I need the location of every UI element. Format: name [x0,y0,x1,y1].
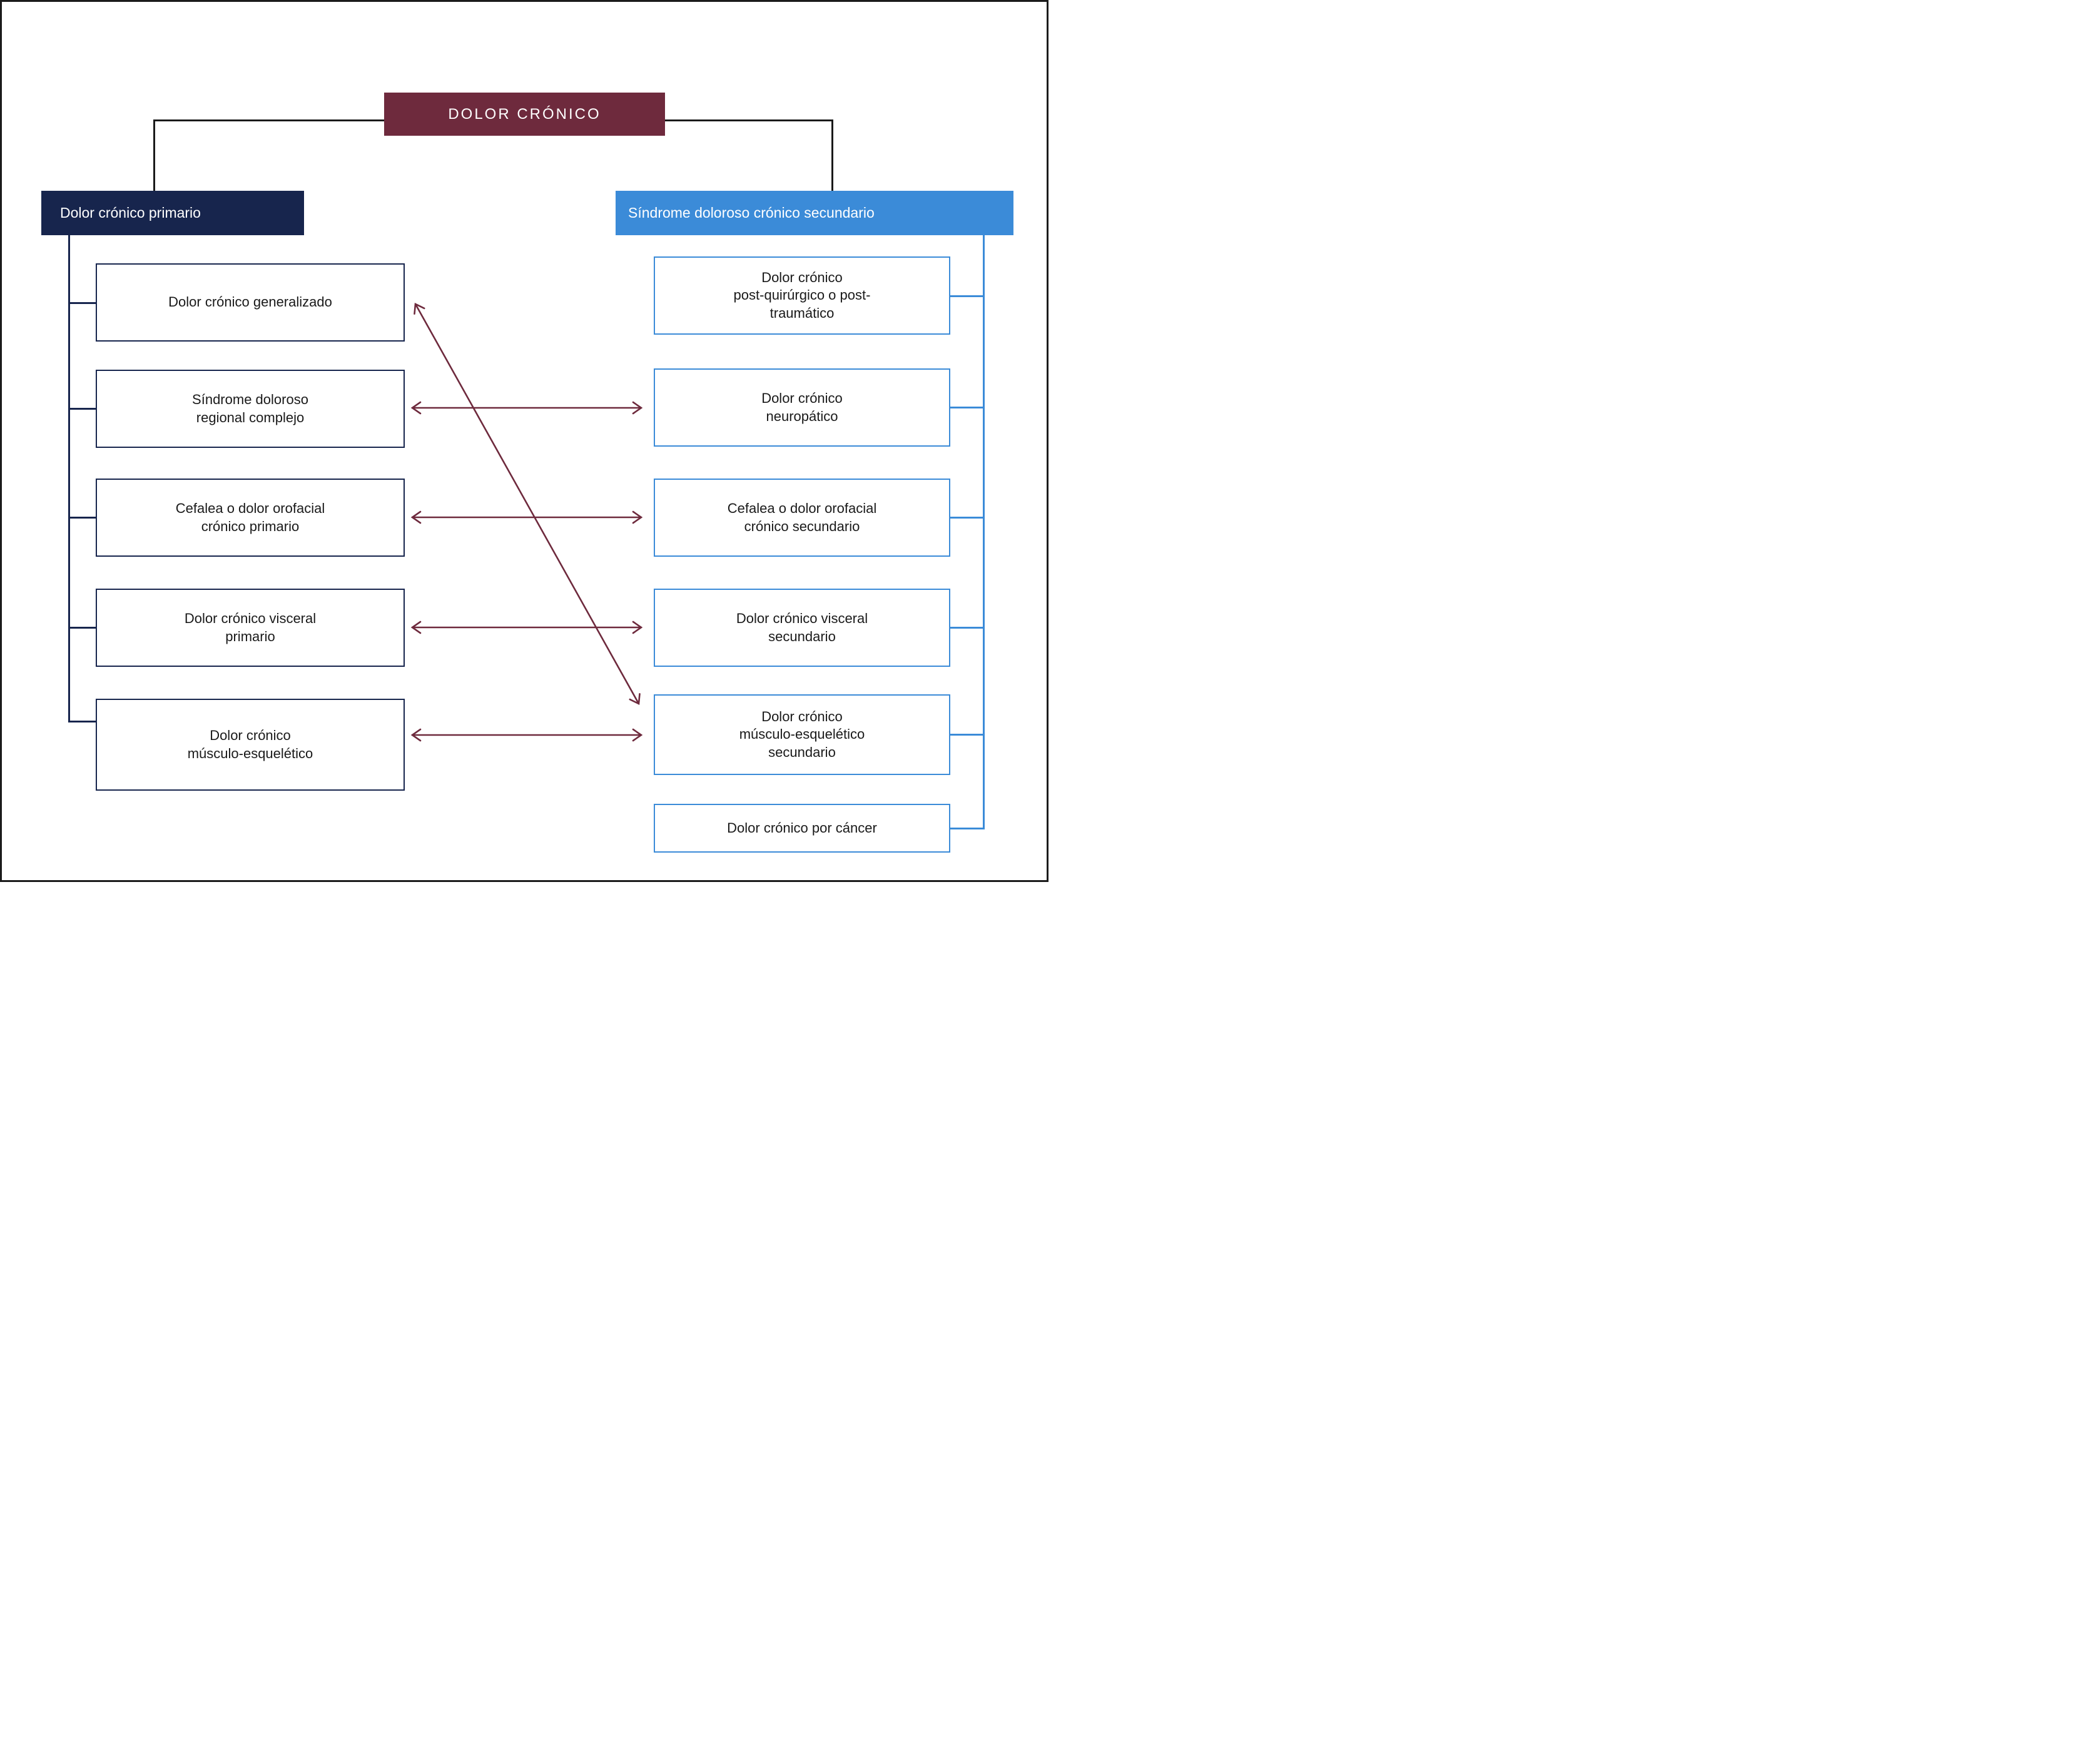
left-trunk-line [68,235,70,722]
left-node-musculo-esqueletico: Dolor crónico músculo-esquelético [96,699,405,791]
left-node-visceral: Dolor crónico visceral primario [96,589,405,667]
right-stub-line-4 [950,627,983,629]
right-node-label-5: Dolor crónico músculo-esquelético secund… [739,708,865,760]
right-stub-line-1 [950,295,983,297]
right-stub-line-6 [950,828,983,829]
left-node-generalizado: Dolor crónico generalizado [96,263,405,342]
right-node-neuropatico: Dolor crónico neuropático [654,368,950,447]
left-node-regional-complejo: Síndrome doloroso regional complejo [96,370,405,448]
left-node-cefalea-orofacial: Cefalea o dolor orofacial crónico primar… [96,479,405,557]
connector-top-left-vertical [153,119,155,191]
left-node-label-4: Dolor crónico visceral primario [184,610,317,644]
right-node-postquirurgico: Dolor crónico post-quirúrgico o post- tr… [654,256,950,335]
right-trunk-line [983,235,985,829]
left-node-label-2: Síndrome doloroso regional complejo [192,391,308,425]
connector-top-right-horizontal [665,119,833,121]
left-stub-line-1 [68,302,96,304]
left-branch-label: Dolor crónico primario [60,205,201,221]
right-stub-line-5 [950,734,983,736]
right-stub-line-3 [950,517,983,519]
left-node-label-1: Dolor crónico generalizado [168,294,332,310]
right-node-cefalea-orofacial: Cefalea o dolor orofacial crónico secund… [654,479,950,557]
right-branch-label: Síndrome doloroso crónico secundario [628,205,875,221]
left-stub-line-3 [68,517,96,519]
right-stub-line-2 [950,407,983,408]
left-stub-line-5 [68,721,96,722]
left-node-label-5: Dolor crónico músculo-esquelético [187,727,313,761]
right-node-label-3: Cefalea o dolor orofacial crónico secund… [727,500,877,534]
right-node-label-4: Dolor crónico visceral secundario [736,610,868,644]
connector-top-right-vertical [831,119,833,191]
right-node-label-1: Dolor crónico post-quirúrgico o post- tr… [733,269,871,321]
root-node-label: DOLOR CRÓNICO [448,105,601,123]
right-node-visceral: Dolor crónico visceral secundario [654,589,950,667]
left-stub-line-2 [68,408,96,410]
right-node-label-2: Dolor crónico neuropático [761,390,843,424]
diagonal-double-arrow-generalizado-musculo [414,303,641,705]
right-branch-header: Síndrome doloroso crónico secundario [616,191,1013,235]
left-branch-header: Dolor crónico primario [41,191,304,235]
right-node-label-6: Dolor crónico por cáncer [727,819,877,836]
root-node-dolor-cronico: DOLOR CRÓNICO [384,93,665,136]
right-node-musculo-esqueletico: Dolor crónico músculo-esquelético secund… [654,694,950,775]
connector-top-left-horizontal [154,119,384,121]
diagram-canvas: DOLOR CRÓNICO Dolor crónico primario Sín… [0,0,1048,882]
right-node-cancer: Dolor crónico por cáncer [654,804,950,853]
left-stub-line-4 [68,627,96,629]
left-node-label-3: Cefalea o dolor orofacial crónico primar… [175,500,325,534]
